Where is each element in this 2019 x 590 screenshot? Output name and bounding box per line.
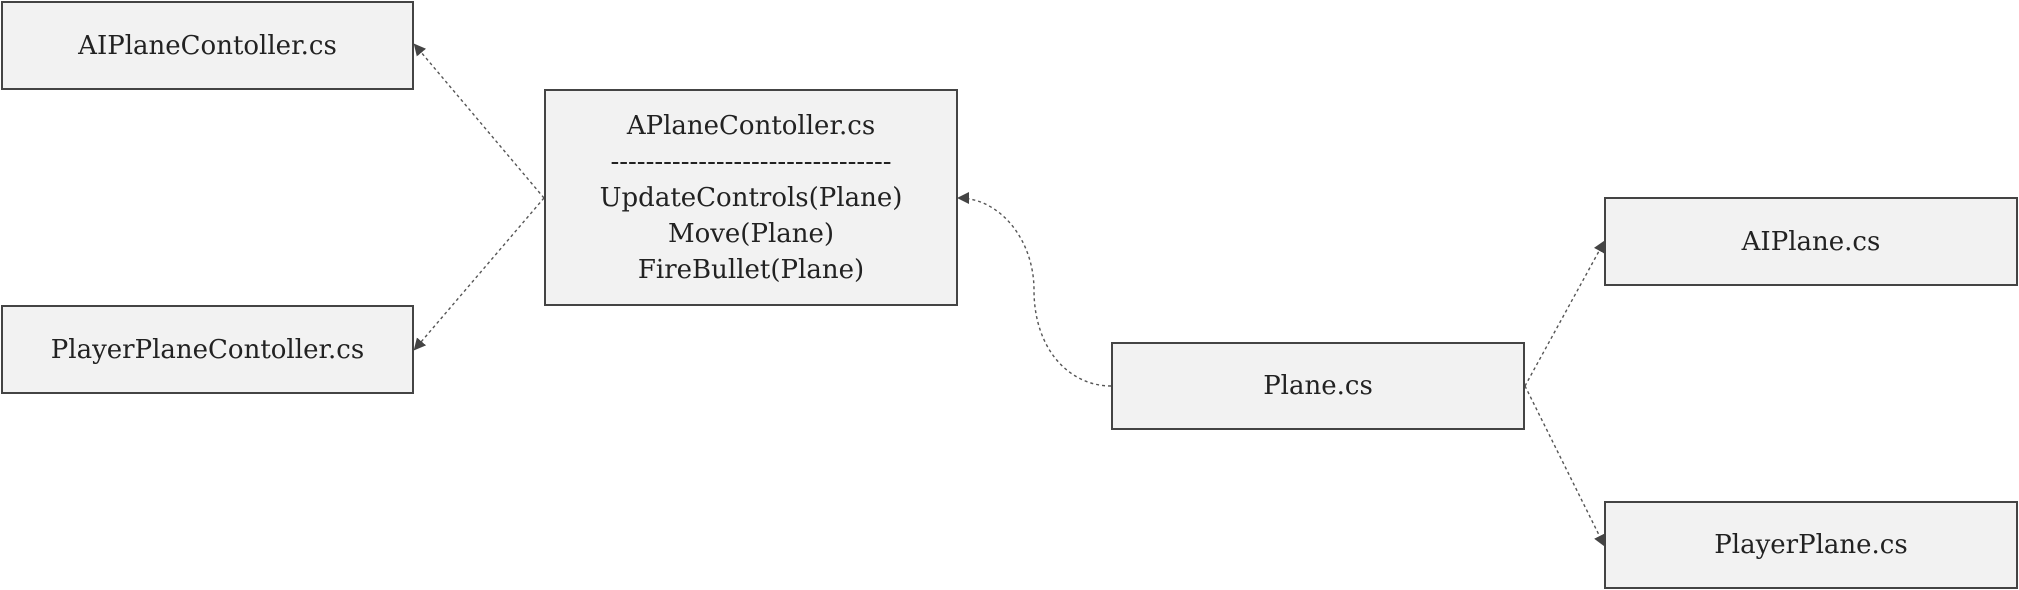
node-playerplanecontroller[interactable]: PlayerPlaneContoller.cs bbox=[1, 305, 414, 394]
method-move: Move(Plane) bbox=[667, 218, 835, 249]
edge-aplanecontroller-to-aiplanecontroller bbox=[413, 43, 545, 199]
edge-aplanecontroller-to-playerplanecontroller bbox=[413, 197, 545, 351]
method-update-controls: UpdateControls(Plane) bbox=[599, 182, 903, 213]
node-label: AIPlane.cs bbox=[1741, 226, 1881, 257]
node-plane[interactable]: Plane.cs bbox=[1111, 342, 1525, 430]
node-label: AIPlaneContoller.cs bbox=[78, 30, 337, 61]
node-label: APlaneContoller.cs bbox=[626, 110, 876, 141]
node-aiplanecontroller[interactable]: AIPlaneContoller.cs bbox=[1, 1, 414, 90]
node-label: PlayerPlaneContoller.cs bbox=[50, 334, 365, 365]
edge-plane-to-aiplane bbox=[1524, 240, 1605, 387]
node-label: PlayerPlane.cs bbox=[1714, 530, 1908, 560]
method-fire-bullet: FireBullet(Plane) bbox=[637, 254, 865, 285]
node-separator: -------------------------------- bbox=[610, 146, 892, 177]
node-aplanecontroller[interactable]: APlaneContoller.cs ---------------------… bbox=[544, 89, 958, 306]
node-label: Plane.cs bbox=[1263, 371, 1373, 401]
edge-plane-to-playerplane bbox=[1524, 385, 1605, 547]
node-aiplane[interactable]: AIPlane.cs bbox=[1604, 197, 2018, 286]
edge-plane-to-aplanecontroller bbox=[957, 192, 1112, 387]
node-playerplane[interactable]: PlayerPlane.cs bbox=[1604, 501, 2018, 589]
